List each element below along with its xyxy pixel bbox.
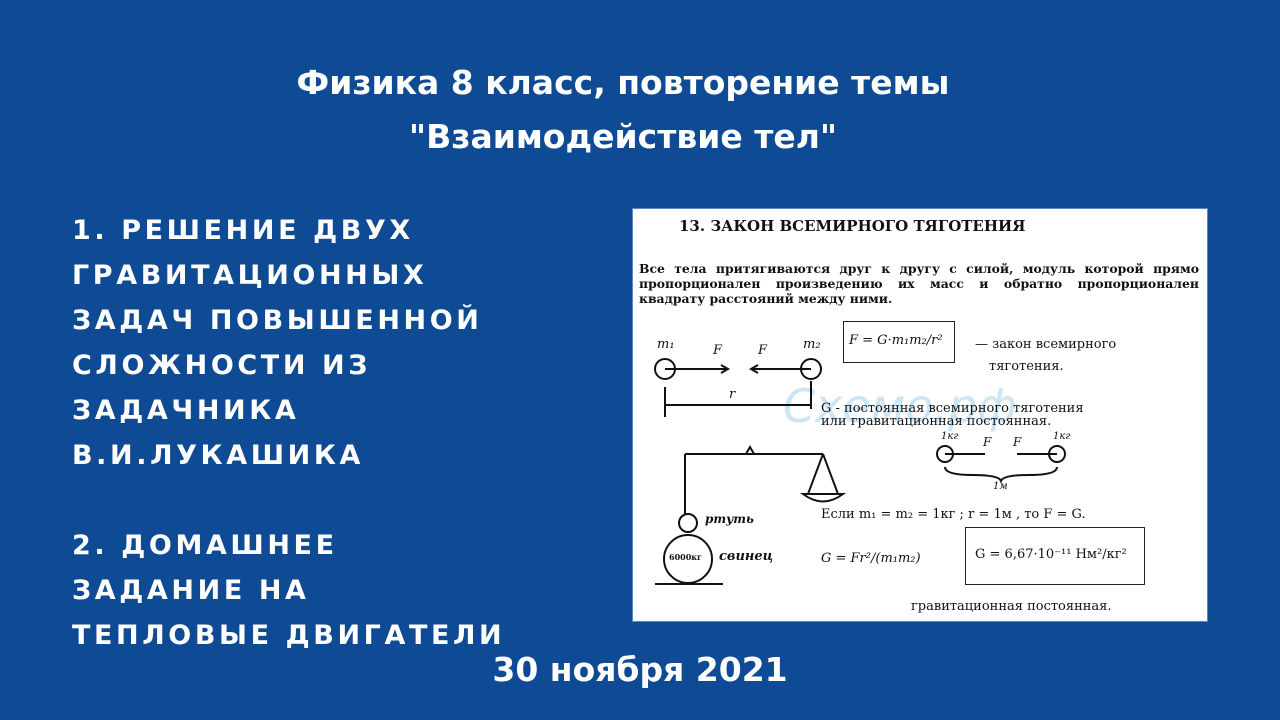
label-m1: m₁ [657,337,675,352]
g-value: G = 6,67·10⁻¹¹ Нм²/кг² [975,547,1127,562]
slide-title: Физика 8 класс, повторение темы "Взаимод… [0,56,1246,164]
label-force-4: F [1013,435,1022,449]
title-line-2: "Взаимодействие тел" [408,117,838,156]
agenda-list: 1. Решение двух гравитационных задач пов… [72,208,505,703]
condition-text: Если m₁ = m₂ = 1кг ; r = 1м , то F = G. [821,507,1086,522]
figure-heading: 13. ЗАКОН ВСЕМИРНОГО ТЯГОТЕНИЯ [679,217,1026,235]
law-caption-1: — закон всемирного [975,337,1117,352]
g-value-caption: гравитационная постоянная. [911,599,1112,614]
title-line-1: Физика 8 класс, повторение темы [296,63,950,102]
agenda-item-1: 1. Решение двух гравитационных задач пов… [72,215,483,471]
label-m2: m₂ [803,337,821,352]
slide-date: 30 ноября 2021 [492,650,788,689]
label-mercury: ртуть [705,512,754,526]
watermark: Схемо.рф [783,379,1017,433]
label-lead: свинец [719,549,774,564]
diagram-drawing [654,358,1066,585]
label-force-1: F [713,343,723,358]
label-1kg-right: 1кг [1053,431,1071,442]
formula-law: F = G·m₁m₂/r² [849,333,943,348]
agenda-item-2: 2. Домашнее задание на тепловые двигател… [72,530,506,651]
g-definition-1: G - постоянная всемирного тяготения [821,401,1084,416]
label-mass: 6000кг [669,552,702,562]
g-definition-2: или гравитационная постоянная. [821,414,1052,429]
gravitation-law-figure: Схемо.рф 13. ЗАКОН ВСЕМИРНОГО ТЯГОТЕНИЯ … [632,208,1208,622]
label-1kg-left: 1кг [941,431,959,442]
figure-paragraph: Все тела притягиваются друг к другу с си… [639,261,1199,306]
g-formula: G = Fr²/(m₁m₂) [821,551,921,566]
label-force-3: F [983,435,992,449]
label-force-2: F [758,343,768,358]
law-caption-2: тяготения. [989,359,1064,374]
label-r: r [729,387,736,402]
label-1m: 1м [993,481,1008,492]
